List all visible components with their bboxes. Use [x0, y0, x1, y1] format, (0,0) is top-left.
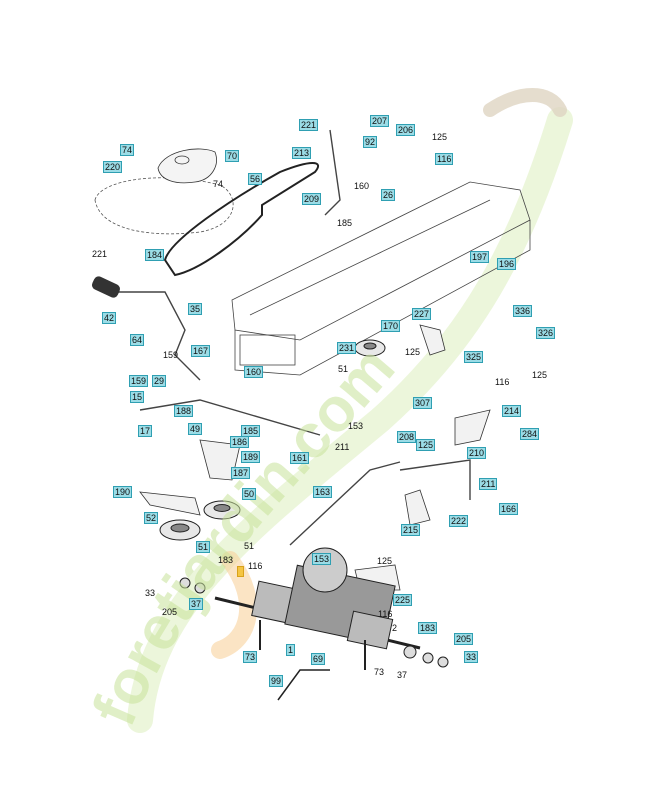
part-callout-label: 211: [479, 478, 498, 490]
part-callout-label: 74: [120, 144, 135, 156]
pulleys: [159, 339, 386, 541]
part-callout-label: 125: [416, 439, 436, 451]
part-callout-label: 153: [348, 421, 364, 431]
watermark-text: foretjardin.com: [79, 334, 408, 736]
part-callout-label: 190: [113, 486, 133, 498]
part-callout-label: 125: [405, 347, 421, 357]
part-callout-label: 221: [92, 249, 108, 259]
part-callout-label: 185: [337, 218, 353, 228]
part-callout-label: 215: [401, 524, 421, 536]
part-callout-label: 196: [497, 258, 517, 270]
part-callout-label: 33: [464, 651, 479, 663]
linkages: [118, 129, 471, 546]
part-callout-label: 183: [218, 555, 234, 565]
part-callout-label: 153: [312, 553, 332, 565]
part-callout-label: 231: [337, 342, 357, 354]
part-callout-label: 73: [374, 667, 385, 677]
part-callout-label: 166: [499, 503, 519, 515]
frame: [231, 181, 531, 376]
part-callout-label: 116: [378, 609, 393, 619]
part-callout-label: 92: [363, 136, 378, 148]
transaxle: [179, 547, 449, 701]
part-callout-label: 220: [103, 161, 123, 173]
part-callout-label: 225: [393, 594, 413, 606]
part-callout-label: 125: [377, 556, 393, 566]
part-callout-label: 35: [188, 303, 203, 315]
part-callout-label: 50: [242, 488, 257, 500]
part-callout-label: 227: [412, 308, 432, 320]
highlighted-part-marker: [237, 566, 244, 577]
part-callout-label: 116: [435, 153, 454, 165]
part-callout-label: 214: [502, 405, 522, 417]
part-callout-label: 42: [102, 312, 117, 324]
part-callout-label: 197: [470, 251, 490, 263]
part-callout-label: 208: [397, 431, 417, 443]
part-callout-label: 160: [244, 366, 264, 378]
part-callout-label: 184: [145, 249, 165, 261]
fuel-tank: [157, 148, 217, 184]
part-callout-label: 125: [532, 370, 548, 380]
part-callout-label: 188: [174, 405, 194, 417]
part-callout-label: 1: [286, 644, 296, 656]
part-callout-label: 307: [413, 397, 433, 409]
part-callout-label: 51: [338, 364, 349, 374]
part-callout-label: 210: [467, 447, 487, 459]
part-callout-label: 56: [248, 173, 263, 185]
part-callout-label: 70: [225, 150, 240, 162]
part-callout-label: 187: [231, 467, 251, 479]
drive-belt: [163, 162, 319, 277]
part-callout-label: 29: [152, 375, 167, 387]
part-callout-label: 49: [188, 423, 203, 435]
part-callout-label: 37: [397, 670, 408, 680]
part-callout-label: 26: [381, 189, 396, 201]
part-callout-label: 159: [129, 375, 149, 387]
brackets: [139, 324, 491, 591]
part-callout-label: 326: [536, 327, 556, 339]
part-callout-label: 116: [248, 561, 263, 571]
part-callout-label: 163: [313, 486, 333, 498]
part-callout-label: 99: [269, 675, 284, 687]
part-callout-label: 2: [392, 623, 398, 633]
part-callout-label: 17: [138, 425, 153, 437]
part-callout-label: 69: [311, 653, 326, 665]
part-callout-label: 161: [290, 452, 310, 464]
part-callout-label: 51: [244, 541, 255, 551]
part-callout-label: 64: [130, 334, 145, 346]
part-callout-label: 73: [243, 651, 258, 663]
part-callout-label: 159: [163, 350, 179, 360]
part-callout-label: 189: [241, 451, 261, 463]
part-callout-label: 325: [464, 351, 484, 363]
part-callout-label: 209: [302, 193, 322, 205]
part-callout-label: 207: [370, 115, 390, 127]
part-callout-label: 37: [189, 598, 204, 610]
part-callout-label: 211: [335, 442, 350, 452]
part-callout-label: 167: [191, 345, 211, 357]
seat-deck: [94, 177, 234, 235]
part-callout-label: 284: [520, 428, 540, 440]
part-callout-label: 222: [449, 515, 469, 527]
part-callout-label: 170: [381, 320, 401, 332]
part-callout-label: 336: [513, 305, 533, 317]
part-callout-label: 74: [213, 179, 224, 189]
pedal-grip: [91, 276, 121, 298]
part-callout-label: 221: [299, 119, 319, 131]
part-callout-label: 206: [396, 124, 416, 136]
part-callout-label: 213: [292, 147, 312, 159]
part-callout-label: 183: [418, 622, 438, 634]
part-callout-label: 186: [230, 436, 250, 448]
part-callout-label: 160: [354, 181, 370, 191]
part-callout-label: 205: [162, 607, 178, 617]
part-callout-label: 205: [454, 633, 474, 645]
part-callout-label: 33: [145, 588, 156, 598]
part-callout-label: 125: [432, 132, 448, 142]
part-callout-label: 116: [495, 377, 510, 387]
part-callout-label: 52: [144, 512, 159, 524]
part-callout-label: 15: [130, 391, 145, 403]
part-callout-label: 185: [241, 425, 261, 437]
part-callout-label: 51: [196, 541, 211, 553]
